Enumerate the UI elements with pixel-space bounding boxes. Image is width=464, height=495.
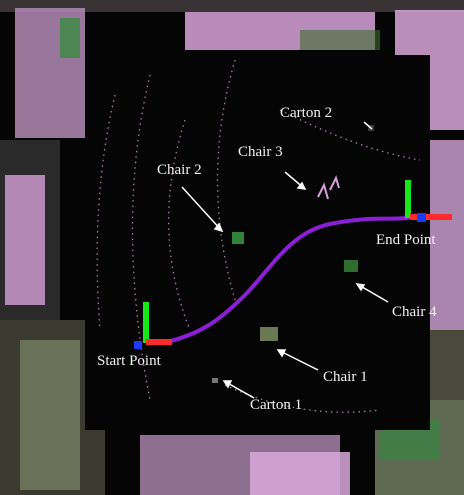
- room-floor: [85, 55, 430, 430]
- label-carton-1: Carton 1: [250, 397, 303, 413]
- label-chair-3: Chair 3: [238, 144, 283, 160]
- label-carton-2: Carton 2: [280, 105, 333, 121]
- label-chair-4: Chair 4: [392, 304, 437, 320]
- end-pose-axes: [405, 180, 452, 222]
- object-clusters: [212, 125, 374, 383]
- start-pose-axes: [134, 302, 172, 349]
- label-chair-2: Chair 2: [157, 162, 202, 178]
- scan-arcs: [96, 59, 421, 413]
- label-leader-lines: [181, 121, 389, 399]
- robot-trajectory: [160, 216, 410, 345]
- label-end-point: End Point: [376, 232, 436, 248]
- label-chair-1: Chair 1: [323, 369, 368, 385]
- label-start-point: Start Point: [97, 353, 161, 369]
